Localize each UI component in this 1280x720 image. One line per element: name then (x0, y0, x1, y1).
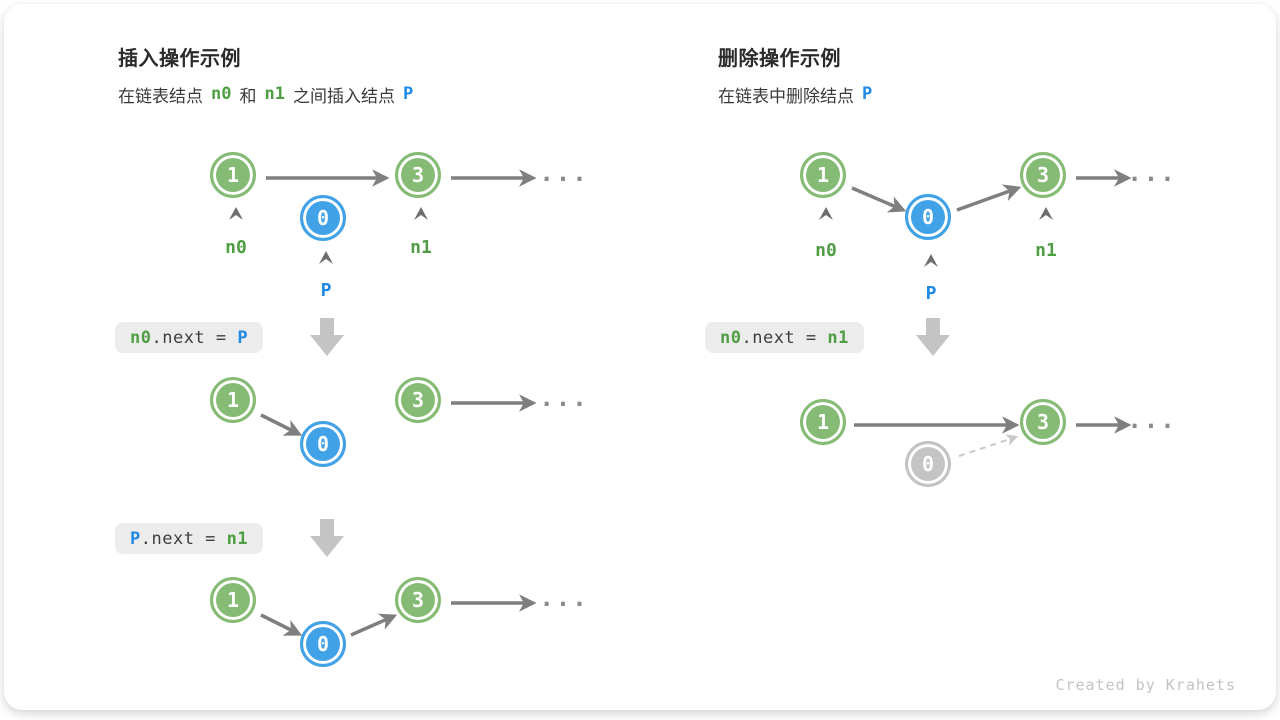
up-caret-icon (319, 251, 333, 264)
code-var: n1 (226, 528, 249, 549)
link-arrow (260, 613, 303, 636)
up-caret-icon (1039, 207, 1053, 220)
ellipsis-label: ... (1127, 159, 1177, 187)
insert-section-title: 插入操作示例 (118, 48, 241, 70)
list-node-0-deleted: 0 (905, 194, 951, 240)
credit-text: Created by Krahets (1055, 676, 1236, 694)
code-op: .next = (151, 327, 238, 348)
subtitle-text: 和 (239, 87, 257, 106)
up-caret-icon (414, 207, 428, 220)
code-var: P (130, 528, 141, 549)
list-node-1: 1 (210, 577, 256, 623)
delete-section-subtitle: 在链表中删除结点 P (718, 82, 880, 107)
up-caret-icon (819, 207, 833, 220)
pointer-label-n1: n1 (1035, 240, 1057, 261)
ellipsis-label: ... (539, 384, 589, 412)
list-node-1: 1 (210, 152, 256, 198)
link-arrow (350, 613, 398, 637)
code-var: n1 (827, 327, 849, 348)
list-node-1: 1 (800, 152, 846, 198)
var-p: P (862, 84, 873, 104)
var-n0: n0 (211, 84, 232, 104)
pointer-label-n0: n0 (225, 237, 247, 258)
link-arrow (260, 413, 303, 436)
code-chip-n0-next-p: n0.next = P (115, 322, 264, 353)
pointer-label-p: P (925, 283, 937, 304)
list-node-0-inserted: 0 (300, 421, 346, 467)
up-caret-icon (229, 207, 243, 220)
var-n1: n1 (264, 84, 285, 104)
pointer-label-n0: n0 (815, 240, 837, 261)
step-down-arrow-icon (310, 318, 344, 356)
list-node-3: 3 (395, 377, 441, 423)
list-node-1: 1 (210, 377, 256, 423)
code-op: .next = (741, 327, 828, 348)
link-arrow (851, 186, 907, 213)
ellipsis-label: ... (1127, 406, 1177, 434)
list-node-3: 3 (395, 152, 441, 198)
ellipsis-label: ... (539, 159, 589, 187)
step-down-arrow-icon (310, 519, 344, 557)
link-arrow (956, 184, 1022, 212)
list-node-1: 1 (800, 399, 846, 445)
list-node-3: 3 (1020, 399, 1066, 445)
pointer-label-p: P (320, 280, 332, 301)
code-var: P (237, 327, 249, 348)
list-node-3: 3 (395, 577, 441, 623)
list-node-3: 3 (1020, 152, 1066, 198)
diagram-card: 插入操作示例 在链表结点 n0 和 n1 之间插入结点 P 1 3 0 n0 n… (4, 4, 1276, 710)
up-caret-icon (924, 254, 938, 267)
dashed-unlink-arrow (958, 434, 1019, 457)
code-var: n0 (130, 327, 152, 348)
delete-section-title: 删除操作示例 (718, 48, 841, 70)
ellipsis-label: ... (539, 584, 589, 612)
code-var: n0 (720, 327, 742, 348)
list-node-0-removed: 0 (905, 441, 951, 487)
code-chip-n0-next-n1: n0.next = n1 (705, 322, 864, 353)
var-p: P (402, 84, 414, 104)
subtitle-text: 在链表结点 (118, 87, 203, 106)
list-node-0-inserted: 0 (300, 195, 346, 241)
code-op: .next = (140, 528, 227, 549)
list-node-0-inserted: 0 (300, 621, 346, 667)
insert-section-subtitle: 在链表结点 n0 和 n1 之间插入结点 P (118, 82, 421, 107)
step-down-arrow-icon (916, 318, 950, 356)
code-chip-p-next-n1: P.next = n1 (115, 523, 264, 554)
subtitle-text: 之间插入结点 (292, 87, 395, 106)
pointer-label-n1: n1 (410, 237, 432, 258)
subtitle-text: 在链表中删除结点 (718, 87, 854, 106)
